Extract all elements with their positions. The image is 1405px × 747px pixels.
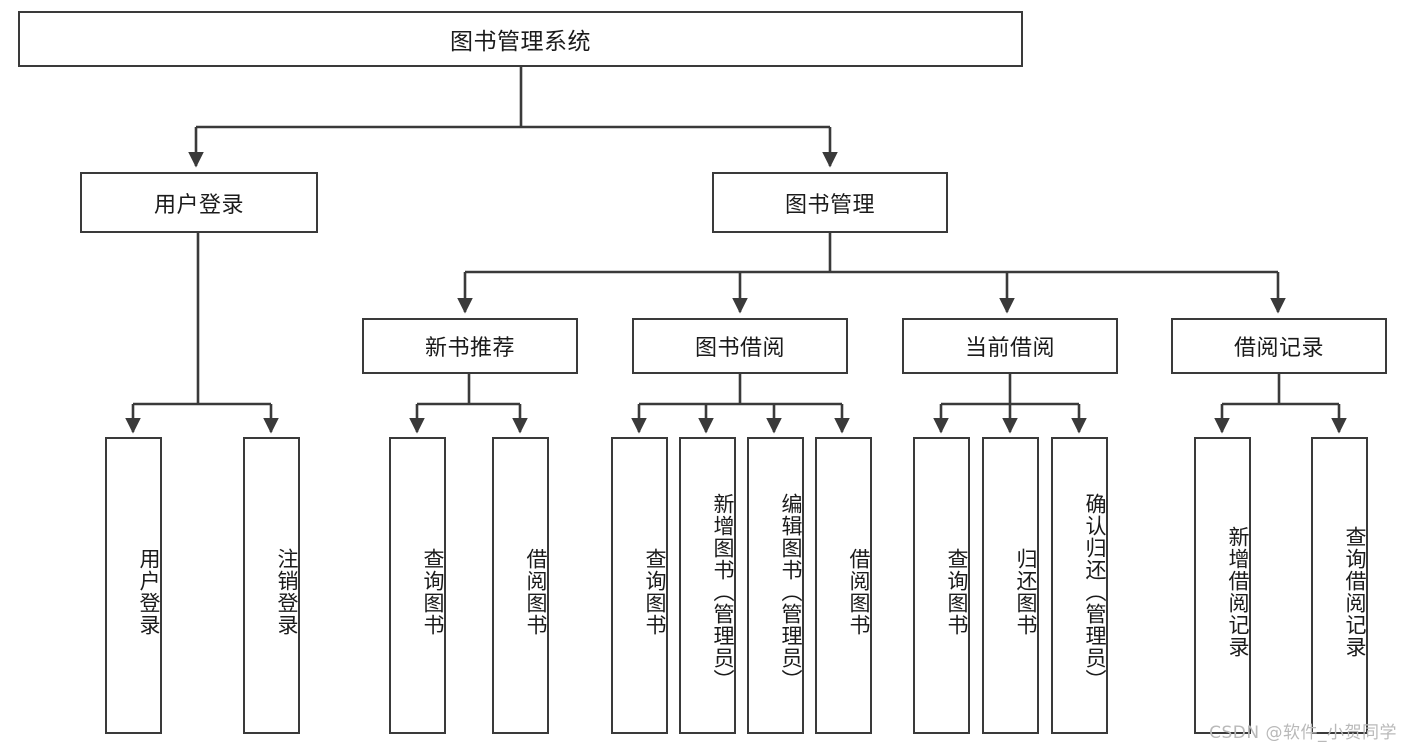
node-leaf-add-record[interactable]: 新增借阅记录 bbox=[1194, 437, 1251, 734]
node-leaf-query-record-label: 查询借阅记录 bbox=[1343, 525, 1367, 658]
node-leaf-borrow-book-1-label: 借阅图书 bbox=[524, 547, 548, 636]
node-leaf-confirm-return-label: 确认归还（管理员） bbox=[1083, 492, 1107, 691]
node-leaf-query-book-1[interactable]: 查询图书 bbox=[389, 437, 446, 734]
node-root-label: 图书管理系统 bbox=[450, 29, 591, 55]
node-leaf-logout-login-label: 注销登录 bbox=[275, 547, 299, 636]
node-leaf-borrow-book-2[interactable]: 借阅图书 bbox=[815, 437, 872, 734]
node-leaf-add-book[interactable]: 新增图书（管理员） bbox=[679, 437, 736, 734]
node-leaf-query-book-3-label: 查询图书 bbox=[945, 547, 969, 636]
node-leaf-return-book-label: 归还图书 bbox=[1014, 547, 1038, 636]
node-leaf-user-login-label: 用户登录 bbox=[137, 547, 161, 636]
node-leaf-query-book-2-label: 查询图书 bbox=[643, 547, 667, 636]
node-current-borrow-label: 当前借阅 bbox=[964, 336, 1055, 361]
node-leaf-query-record[interactable]: 查询借阅记录 bbox=[1311, 437, 1368, 734]
node-book-manage[interactable]: 图书管理 bbox=[712, 172, 948, 233]
node-leaf-return-book[interactable]: 归还图书 bbox=[982, 437, 1039, 734]
node-user-login-label: 用户登录 bbox=[153, 192, 244, 218]
node-leaf-query-book-1-label: 查询图书 bbox=[421, 547, 445, 636]
node-leaf-query-book-3[interactable]: 查询图书 bbox=[913, 437, 970, 734]
node-leaf-add-book-label: 新增图书（管理员） bbox=[711, 492, 735, 691]
node-leaf-edit-book[interactable]: 编辑图书（管理员） bbox=[747, 437, 804, 734]
csdn-watermark: CSDN @软件_小贺同学 bbox=[1209, 723, 1397, 743]
node-leaf-borrow-book-2-label: 借阅图书 bbox=[847, 547, 871, 636]
node-leaf-user-login[interactable]: 用户登录 bbox=[105, 437, 162, 734]
node-book-borrow-label: 图书借阅 bbox=[694, 336, 785, 361]
node-new-book-recommend[interactable]: 新书推荐 bbox=[362, 318, 578, 374]
node-leaf-edit-book-label: 编辑图书（管理员） bbox=[779, 492, 803, 691]
node-new-book-recommend-label: 新书推荐 bbox=[424, 336, 515, 361]
node-borrow-record[interactable]: 借阅记录 bbox=[1171, 318, 1387, 374]
node-leaf-borrow-book-1[interactable]: 借阅图书 bbox=[492, 437, 549, 734]
node-leaf-add-record-label: 新增借阅记录 bbox=[1226, 525, 1250, 658]
node-borrow-record-label: 借阅记录 bbox=[1233, 336, 1324, 361]
node-leaf-confirm-return[interactable]: 确认归还（管理员） bbox=[1051, 437, 1108, 734]
node-leaf-query-book-2[interactable]: 查询图书 bbox=[611, 437, 668, 734]
node-user-login[interactable]: 用户登录 bbox=[80, 172, 318, 233]
node-current-borrow[interactable]: 当前借阅 bbox=[902, 318, 1118, 374]
node-root[interactable]: 图书管理系统 bbox=[18, 11, 1023, 67]
node-book-manage-label: 图书管理 bbox=[784, 192, 875, 218]
node-book-borrow[interactable]: 图书借阅 bbox=[632, 318, 848, 374]
node-leaf-logout-login[interactable]: 注销登录 bbox=[243, 437, 300, 734]
